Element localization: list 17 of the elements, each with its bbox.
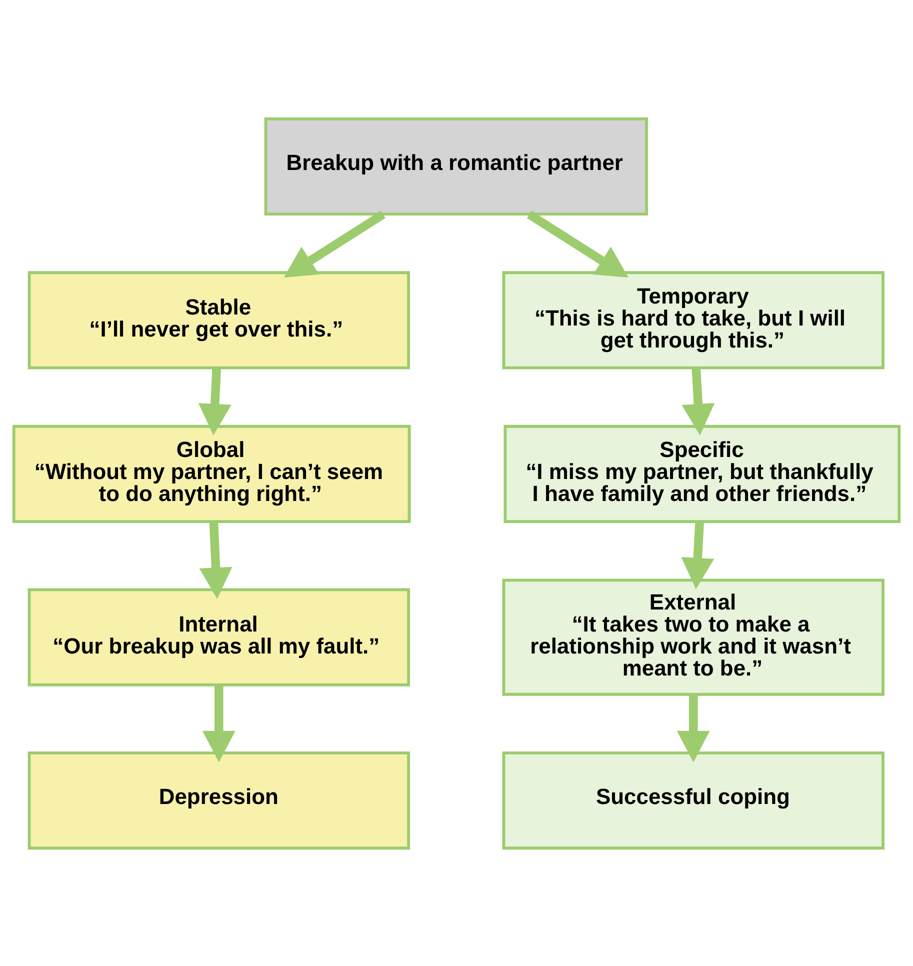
arrow: [199, 521, 232, 598]
node-box: Breakup with a romantic partner: [264, 116, 648, 215]
arrow: [202, 684, 236, 762]
arrow: [198, 367, 232, 435]
node-box: Global “Without my partner, I can’t seem to do anything right.”: [12, 424, 411, 523]
arrow: [682, 367, 715, 435]
node-box: Temporary “This is hard to take, but I will get through this.”: [502, 270, 884, 369]
node-box: Internal “Our breakup was all my fault.”: [28, 588, 410, 686]
node-box: Specific “I miss my partner, but thankfully I have family and other friends.”: [504, 424, 901, 523]
arrow: [681, 521, 714, 589]
node-box: Successful coping: [502, 751, 884, 850]
arrow: [284, 210, 386, 277]
node-box: Stable “I’ll never get over this.”: [28, 270, 410, 369]
arrow: [676, 694, 710, 762]
node-box: External “It takes two to make a relationship work and it wasn’t meant to be.”: [502, 578, 884, 696]
node-box: Depression: [28, 751, 410, 850]
arrow: [526, 210, 628, 277]
